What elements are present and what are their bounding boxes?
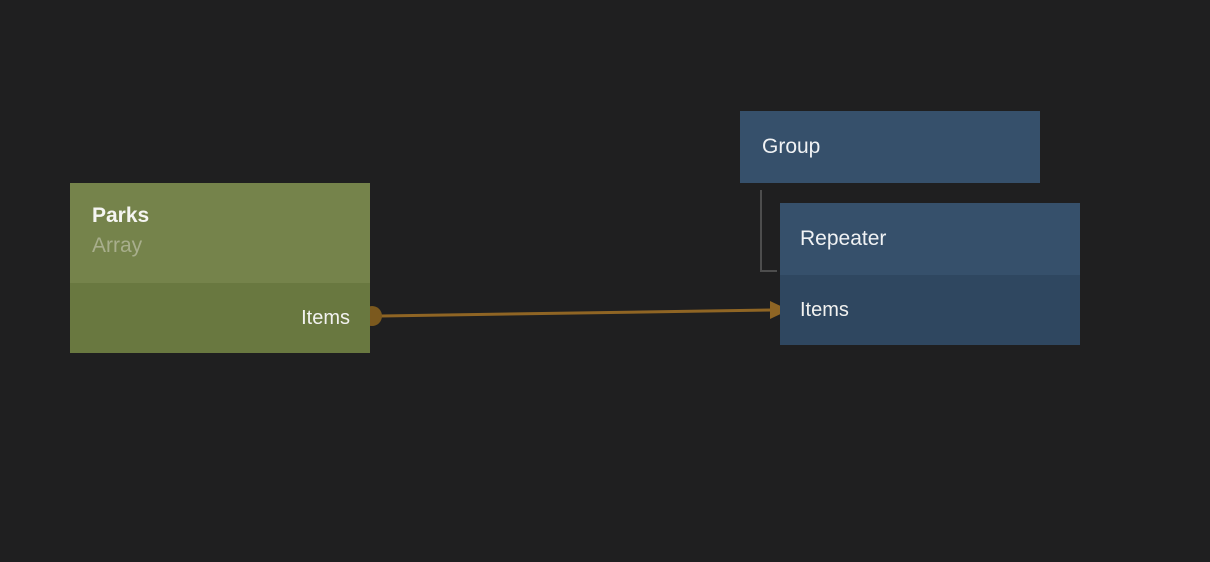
node-parks-subtitle: Array — [92, 234, 143, 257]
node-parks-header[interactable]: Parks Array — [70, 183, 370, 283]
node-group[interactable]: Group — [740, 111, 1040, 183]
node-parks-title: Parks — [92, 204, 150, 227]
node-repeater[interactable]: Repeater Items — [780, 203, 1080, 345]
node-parks[interactable]: Parks Array Items — [70, 183, 370, 353]
node-group-title: Group — [762, 135, 821, 158]
node-parks-port-row[interactable]: Items — [70, 283, 370, 353]
hierarchy-edge-line[interactable] — [760, 190, 777, 272]
port-repeater-items-input[interactable]: Items — [800, 298, 849, 321]
node-repeater-title: Repeater — [800, 227, 887, 250]
node-repeater-port-row[interactable]: Items — [780, 275, 1080, 345]
node-repeater-header[interactable]: Repeater — [780, 203, 1080, 275]
data-edge-line[interactable] — [379, 308, 773, 318]
data-edge-arrowhead-icon — [770, 301, 789, 319]
port-parks-items-output[interactable]: Items — [301, 306, 350, 329]
